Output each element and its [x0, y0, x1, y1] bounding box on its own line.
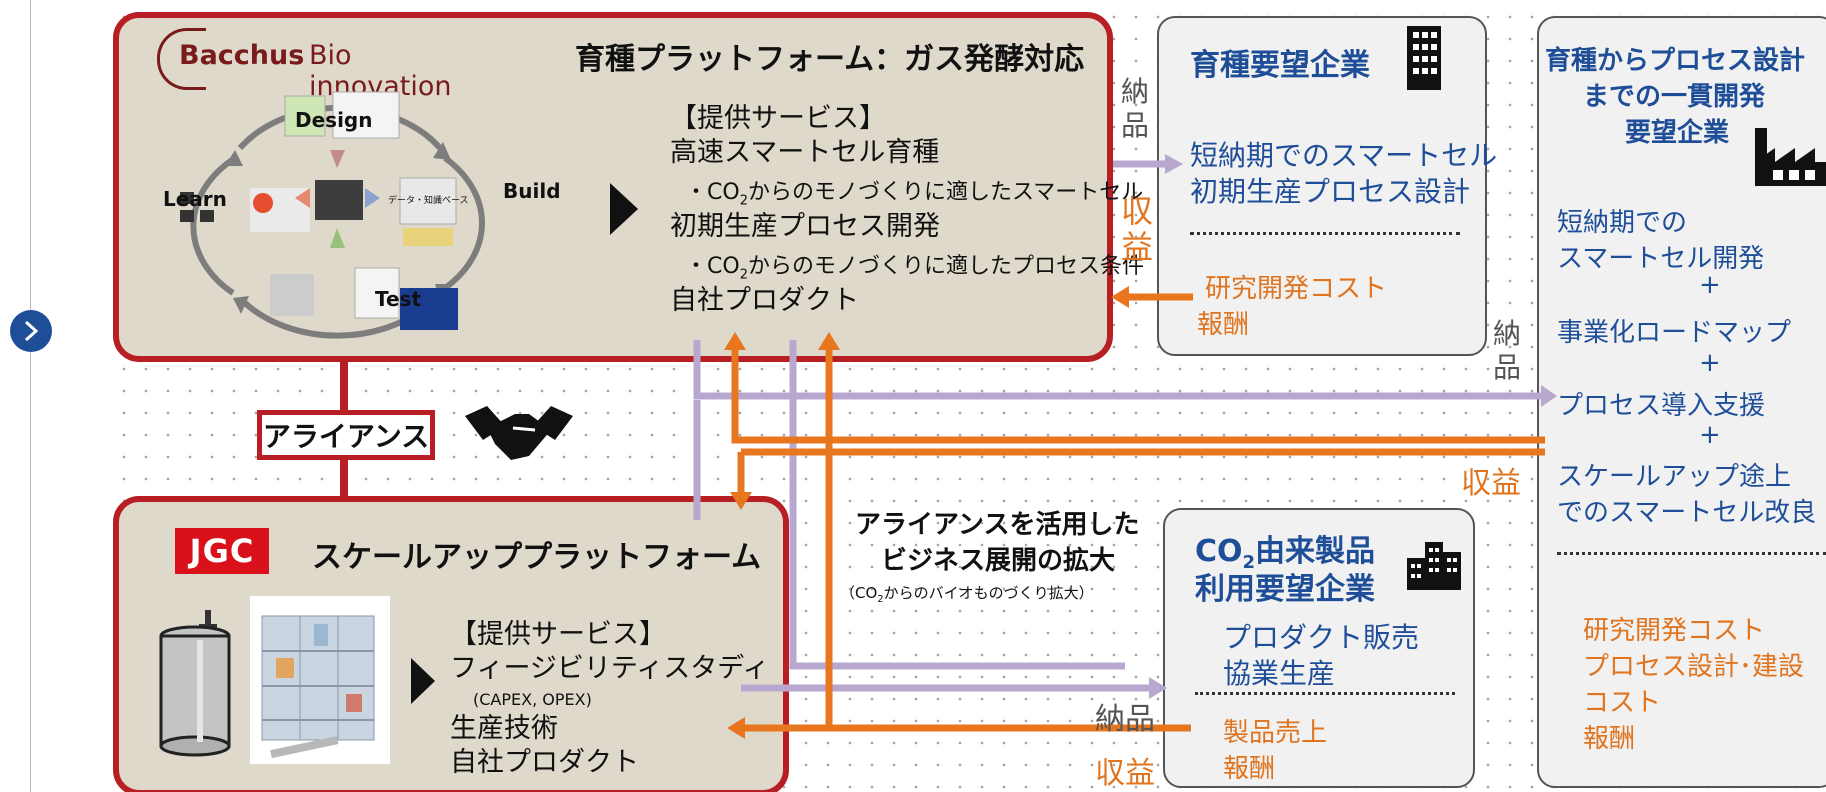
flow-delivery-3: 納品	[1095, 702, 1155, 737]
expansion-line-1: アライアンスを活用した	[855, 510, 1140, 540]
cycle-test-label: Test	[375, 287, 422, 311]
factory-icon	[1755, 128, 1826, 186]
integrated-divider	[1557, 552, 1826, 555]
co2-client-title-1: CO2由来製品	[1195, 534, 1376, 573]
integrated-client-box	[1537, 16, 1826, 788]
bacchus-service-2-sub: ・CO2からのモノづくりに適したプロセス条件	[685, 254, 1144, 283]
tank-icon	[159, 610, 231, 757]
integrated-item-1b: スマートセル開発	[1557, 244, 1765, 274]
integrated-title-3: 要望企業	[1625, 118, 1730, 148]
integrated-title-2: までの一貫開発	[1583, 82, 1766, 112]
bacchus-service-1: 高速スマートセル育種	[670, 137, 940, 168]
expansion-line-2: ビジネス展開の拡大	[881, 546, 1116, 576]
integrated-title-1: 育種からプロセス設計	[1545, 46, 1806, 76]
breeding-revenue-1: 研究開発コスト	[1205, 274, 1388, 304]
jgc-title: スケールアッププラットフォーム	[312, 540, 762, 575]
alliance-label: アライアンス	[257, 410, 435, 460]
breeding-client-title: 育種要望企業	[1190, 48, 1370, 83]
jgc-service-1: フィージビリティスタディ	[450, 653, 770, 684]
co2-client-box	[1163, 508, 1475, 788]
bacchus-service-1-sub: ・CO2からのモノづくりに適したスマートセル	[685, 180, 1144, 209]
breeding-deliverable-1: 短納期でのスマートセル	[1190, 139, 1498, 172]
cycle-learn-label: Learn	[163, 187, 227, 211]
co2-deliverable-1: プロダクト販売	[1223, 621, 1420, 654]
flow-revenue-1b: 益	[1121, 228, 1154, 266]
breeding-revenue-2: 報酬	[1197, 310, 1250, 340]
co2-revenue-2: 報酬	[1223, 754, 1276, 784]
integrated-item-2: 事業化ロードマップ	[1557, 318, 1792, 348]
integrated-plus-3: +	[1699, 420, 1721, 450]
jgc-service-1-sub: (CAPEX, OPEX)	[473, 690, 592, 709]
building-icon	[1407, 26, 1441, 90]
integrated-revenue-2: プロセス設計･建設	[1583, 652, 1805, 682]
jgc-logo: JGC	[175, 528, 269, 574]
integrated-revenue-1: 研究開発コスト	[1583, 616, 1766, 646]
co2-client-title-2: 利用要望企業	[1195, 572, 1375, 607]
bacchus-title: 育種プラットフォーム：ガス発酵対応	[575, 42, 1085, 77]
flow-delivery-2b: 品	[1493, 351, 1522, 384]
breeding-divider	[1190, 232, 1460, 235]
integrated-item-1a: 短納期での	[1557, 208, 1688, 238]
cycle-build-label: Build	[503, 179, 561, 203]
integrated-plus-2: +	[1699, 348, 1721, 378]
integrated-revenue-4: 報酬	[1583, 724, 1636, 754]
jgc-service-2: 生産技術	[450, 713, 558, 744]
handshake-icon	[465, 406, 573, 460]
left-rail	[30, 0, 31, 792]
flow-revenue-1a: 収	[1121, 192, 1154, 230]
plant-illustration	[250, 596, 390, 764]
integrated-plus-1: +	[1699, 270, 1721, 300]
flow-delivery-1a: 納	[1121, 75, 1150, 108]
integrated-item-4a: スケールアップ途上	[1557, 462, 1792, 492]
flow-revenue-2: 収益	[1461, 466, 1521, 501]
co2-divider	[1195, 692, 1455, 695]
bacchus-service-2: 初期生産プロセス開発	[670, 211, 940, 242]
bacchus-services-heading: 【提供サービス】	[670, 103, 886, 134]
co2-deliverable-2: 協業生産	[1223, 657, 1336, 690]
integrated-revenue-3: コスト	[1583, 688, 1662, 718]
bacchus-service-3: 自社プロダクト	[670, 285, 859, 316]
flow-delivery-2a: 納	[1493, 317, 1522, 350]
play-triangle-icon	[411, 658, 435, 704]
jgc-service-3: 自社プロダクト	[450, 747, 639, 778]
flow-delivery-1b: 品	[1121, 109, 1150, 142]
flow-revenue-3: 収益	[1095, 756, 1155, 791]
integrated-item-3: プロセス導入支援	[1557, 391, 1766, 421]
cycle-db-label: データ・知識ベース	[388, 196, 469, 206]
next-slide-button[interactable]	[10, 310, 52, 352]
flow-arrows	[693, 154, 1557, 739]
cycle-design-label: Design	[295, 108, 373, 132]
revenue-arrows	[731, 293, 1545, 732]
integrated-item-4b: でのスマートセル改良	[1557, 498, 1817, 528]
chevron-right-icon	[24, 320, 39, 342]
co2-revenue-1: 製品売上	[1223, 718, 1328, 748]
jgc-services-heading: 【提供サービス】	[450, 619, 666, 650]
play-triangle-icon	[610, 183, 638, 235]
office-buildings-icon	[1407, 542, 1461, 590]
diagram-canvas: Bacchus Bio innovation 育種プラットフォーム：ガス発酵対応…	[105, 0, 1826, 792]
expansion-sub: （CO2からのバイオものづくり拡大）	[840, 584, 1094, 605]
breeding-deliverable-2: 初期生産プロセス設計	[1190, 175, 1471, 208]
dbtl-cycle-diagram	[180, 91, 485, 339]
